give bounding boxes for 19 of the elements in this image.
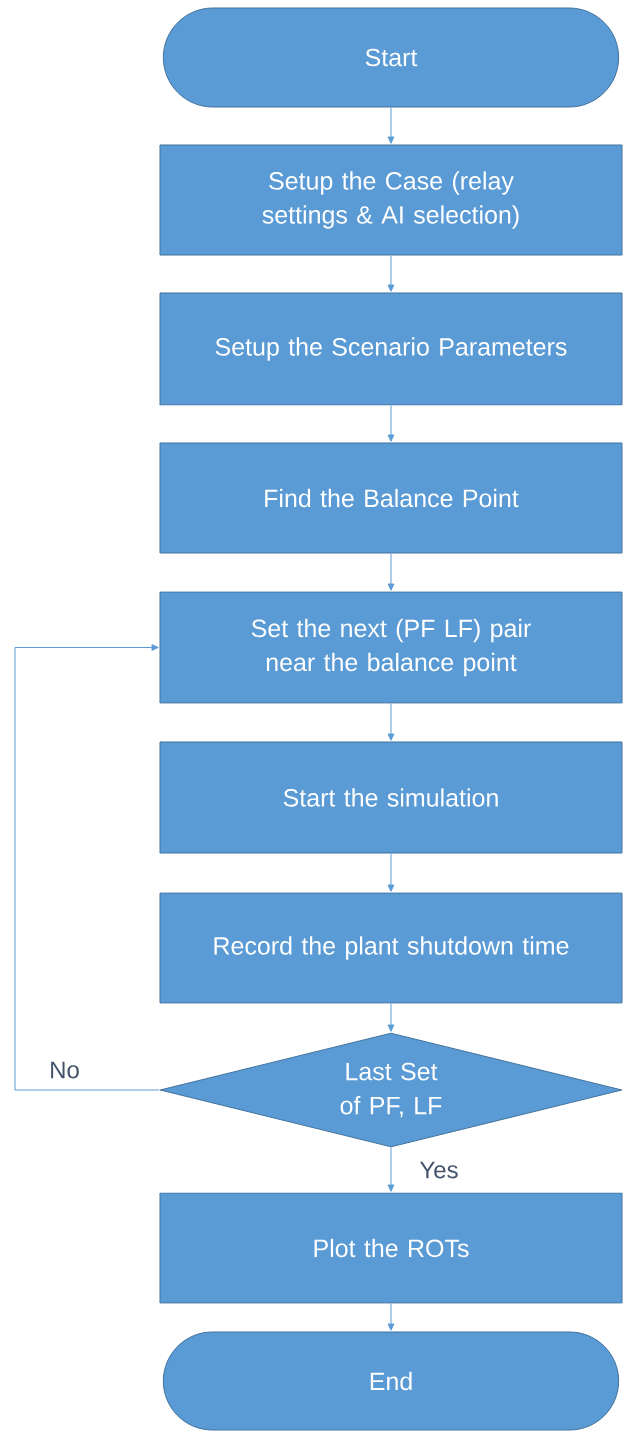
process-box: Plot the ROTs — [159, 1192, 623, 1304]
process-box: Record the plant shutdown time — [159, 892, 623, 1004]
process-box: Setup the Scenario Parameters — [159, 292, 623, 406]
arrow — [387, 1003, 395, 1032]
arrow — [14, 644, 160, 1091]
arrow — [387, 553, 395, 591]
arrow — [387, 1147, 395, 1192]
arrow — [387, 1303, 395, 1331]
edge-label: Yes — [419, 1161, 458, 1179]
process-box: Set the next (PF LF) pair near the balance point — [159, 591, 623, 704]
arrow — [387, 703, 395, 741]
process-box: Start the simulation — [159, 741, 623, 854]
process-box: Setup the Case (relay settings & AI selection) — [159, 144, 623, 256]
arrow — [387, 107, 395, 144]
arrow — [387, 405, 395, 442]
edge-label: No — [51, 1061, 79, 1079]
arrow — [387, 255, 395, 292]
arrow — [387, 853, 395, 892]
process-box: Find the Balance Point — [159, 442, 623, 554]
